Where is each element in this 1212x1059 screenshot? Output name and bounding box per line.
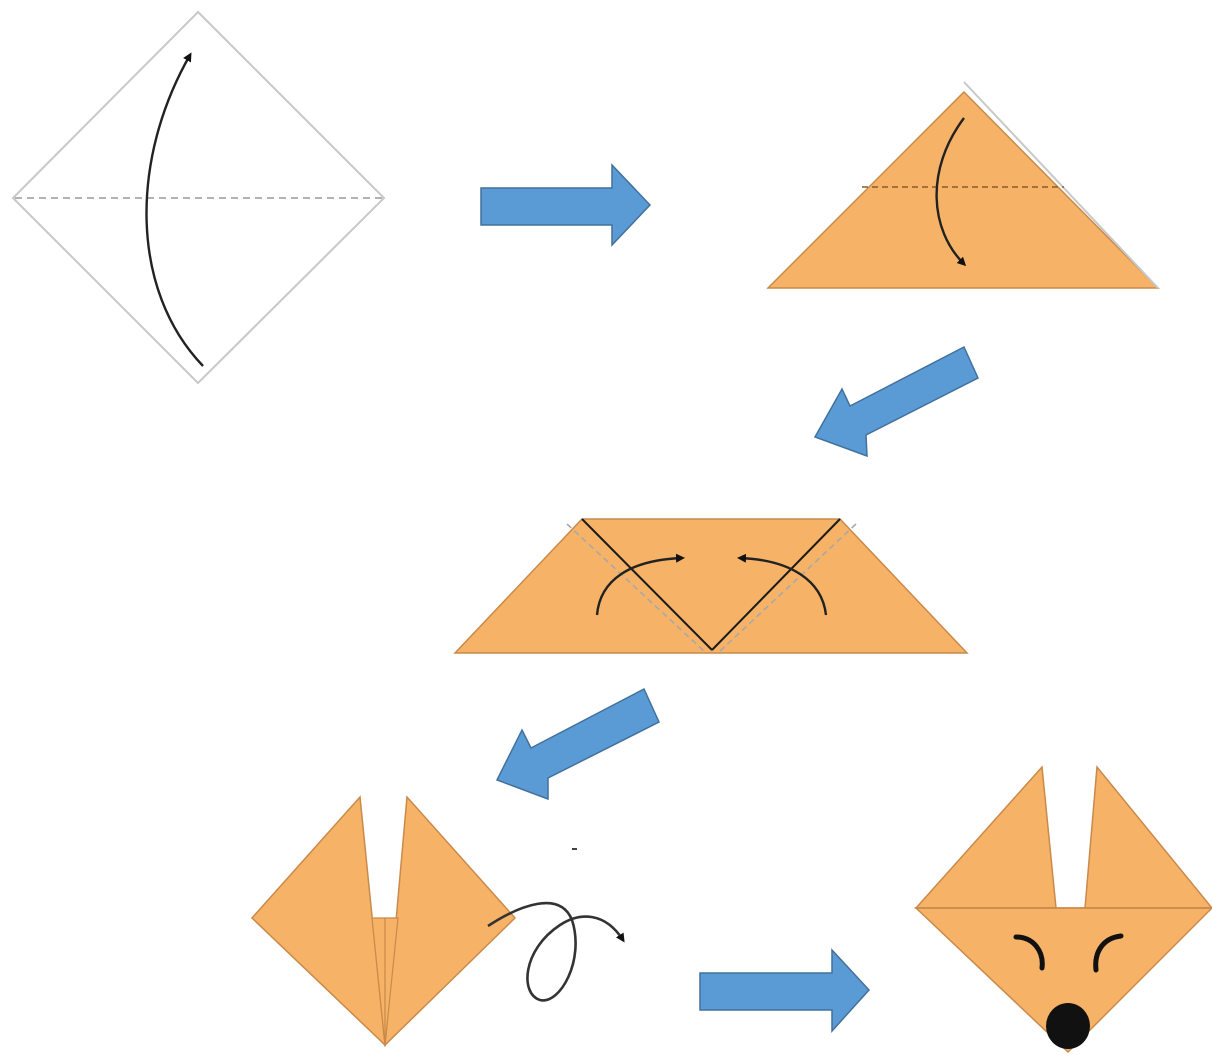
step-5-fox-face [916, 767, 1212, 1052]
triangle-paper [768, 92, 1158, 288]
step-3-trapezoid [455, 519, 967, 653]
flow-arrow-icon [481, 165, 650, 245]
flow-arrow-icon [700, 950, 869, 1031]
step-2-triangle [768, 82, 1158, 288]
trapezoid-paper [455, 519, 967, 653]
flow-arrow-icon [815, 347, 978, 456]
flow-arrow-icon [497, 689, 659, 799]
step-4-ears-folded [252, 797, 623, 1045]
step-1-diamond [13, 12, 384, 383]
nose [1046, 1003, 1090, 1049]
left-ear [916, 767, 1056, 908]
left-ear-flap [252, 797, 385, 1045]
right-ear [1085, 767, 1212, 908]
speck [572, 848, 577, 850]
